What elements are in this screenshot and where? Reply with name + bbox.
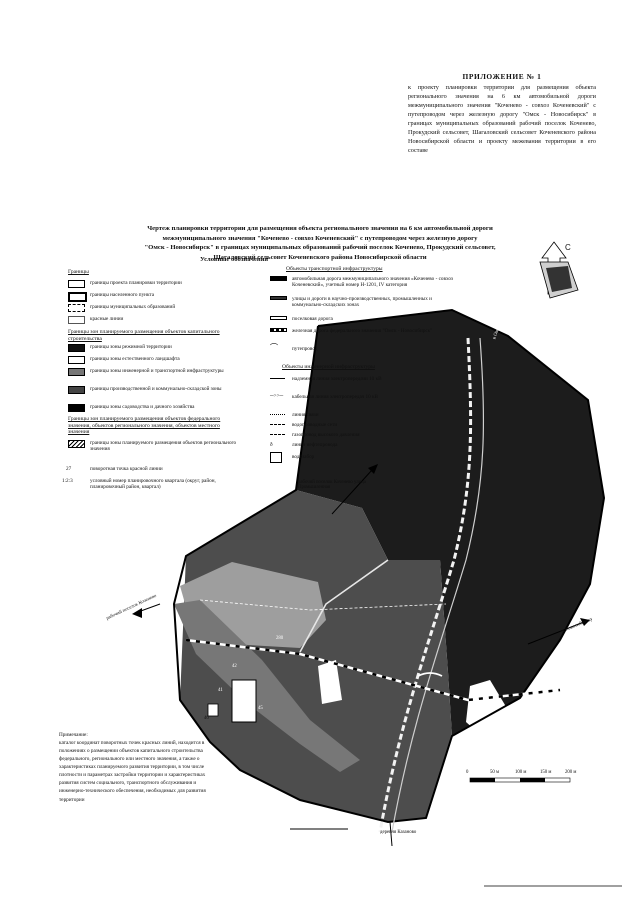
legend-federal-heading: Границы зон планируемого размещения объе… [68,416,221,436]
quarter-label-41: 41 [218,688,223,693]
legend-swatch [68,280,85,288]
legend-swatch [68,404,85,412]
to-south-label: деревня Казаново [380,830,417,835]
cable-line-icon: ─>>─ [270,393,284,399]
note-block: Примечание: каталог координат поворотных… [59,731,219,804]
village-road [299,559,389,653]
arrow-head-settlement [368,464,378,474]
scale-label-50: 50 м [490,770,500,775]
legend-swatch [68,316,85,324]
arrow-head-left [132,608,142,618]
arrow-to-ne [527,621,585,645]
arrow-to-south [389,821,393,847]
legend-swatch [270,316,287,320]
scale-label-0: 0 [466,770,469,775]
legend-swatch [270,276,287,281]
appendix-text: к проекту планировки территории для разм… [408,83,596,154]
legend-swatch [270,414,285,415]
legend-swatch [270,328,287,332]
note-title: Примечание: [59,732,88,738]
legend-swatch [270,296,287,300]
water-intake-icon [270,452,282,463]
north-label: С [565,243,571,252]
white-patch-1 [466,680,514,738]
drawing-title-line-2: межмуниципального значения "Коченево - с… [162,234,478,242]
scale-label-150: 150 м [540,770,552,775]
legend-swatch [68,292,87,302]
drawing-title-line-1: Чертеж планировки территории для размеще… [147,225,493,232]
scale-bar [469,777,571,783]
project-boundary [172,308,606,824]
legend-swatch [68,304,85,312]
white-patch-2 [318,660,342,704]
appendix-title: ПРИЛОЖЕНИЕ № 1 [462,72,542,81]
overpass [417,672,443,677]
scale-label-100: 100 м [515,770,527,775]
overpass-icon: ⌒ [270,343,278,352]
legend-transport-heading: Объекты транспортной инфраструктуры [286,266,383,272]
note-text: каталог координат поворотных точек красн… [59,740,206,803]
drawing-title-line-3: "Омск - Новосибирск" в границах муниципа… [144,244,496,252]
legend-zones-heading: Границы зон планируемого размещения объе… [68,329,220,342]
scale-label-200: 200 м [565,770,577,775]
legend-swatch [68,356,85,364]
drawing-title-line-4: Шагаловский сельсовет Коченевского район… [213,254,427,262]
legend-swatch [270,378,285,379]
legend-swatch [68,368,85,376]
oil-line-icon: ð [270,442,273,448]
legend-swatch [68,440,85,448]
zone-dark-north [296,310,604,736]
quarter-label-42: 42 [232,664,237,669]
white-plot [231,679,257,723]
railway-ties [185,638,561,702]
legend-swatch [68,386,85,394]
arrow-head-ne [580,618,590,626]
main-road [378,337,473,833]
appendix-block: ПРИЛОЖЕНИЕ № 1 к проекту планировки терр… [408,72,596,156]
main-road-edge [391,337,485,833]
legend-title: Условные обозначения [200,256,269,263]
quarter-label-280: 280 [276,636,284,641]
small-plot [207,703,219,717]
legend-borders-heading: Границы [68,269,89,275]
power-line [199,599,447,611]
quarter-label-45: 45 [258,706,263,711]
legend-engineering-heading: Объекты инженерной инфраструктуры [282,364,375,370]
settlement-center-label: рабочий поселок Коченево улица Промышлен… [298,480,366,491]
arrow-to-settlement [331,469,373,515]
quarter-label-46: 46 [204,716,209,721]
legend-swatch [68,344,85,352]
drawing-title: Чертеж планировки территории для размеще… [70,224,570,263]
legend-swatch [270,424,285,425]
legend-swatch [270,434,285,435]
north-arrow-icon [539,241,579,299]
